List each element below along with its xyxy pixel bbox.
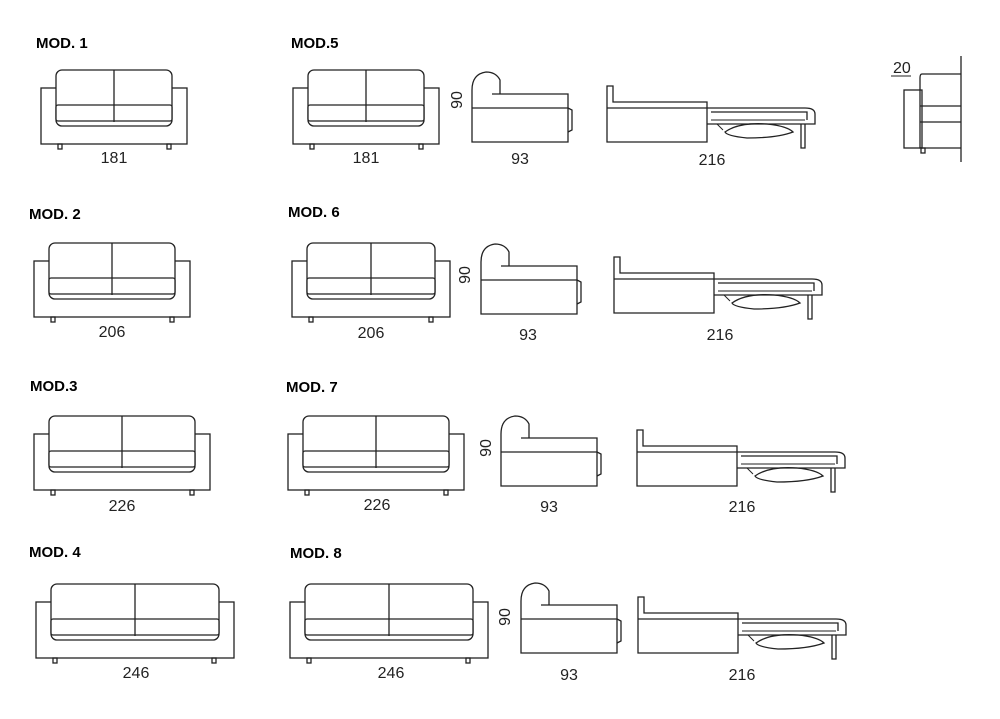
mod8-title: MOD. 8 (290, 545, 342, 562)
mod8-open-depth-dimension: 216 (729, 667, 756, 684)
mod6-bed-open-view (613, 256, 823, 320)
mod7-title: MOD. 7 (286, 379, 338, 396)
mod7-bed-open-view (636, 429, 846, 493)
mod5-width-dimension: 181 (353, 150, 380, 167)
mod1-width-dimension: 181 (101, 150, 128, 167)
mod7-height-dimension: 90 (478, 439, 495, 457)
mod6-title: MOD. 6 (288, 204, 340, 221)
mod2-width-dimension: 206 (99, 324, 126, 341)
mod3-title: MOD.3 (30, 378, 78, 395)
mod7-open-depth-dimension: 216 (729, 499, 756, 516)
mod5-open-depth-dimension: 216 (699, 152, 726, 169)
mod8-bed-open-view (637, 596, 847, 660)
mod6-width-dimension: 206 (358, 325, 385, 342)
mod2-sofa-front (33, 242, 191, 323)
mod7-side-view (500, 415, 602, 487)
mod5-sofa-front (292, 69, 440, 150)
mod2-title: MOD. 2 (29, 206, 81, 223)
mod7-width-dimension: 226 (364, 497, 391, 514)
mod6-sofa-front (291, 242, 451, 323)
mod6-side-view (480, 243, 582, 315)
mod8-height-dimension: 90 (497, 608, 514, 626)
mod7-sofa-front (287, 415, 465, 496)
mod4-sofa-front (35, 583, 235, 664)
mod3-width-dimension: 226 (109, 498, 136, 515)
mod1-sofa-front (40, 69, 188, 150)
mod5-title: MOD.5 (291, 35, 339, 52)
mod5-height-dimension: 90 (449, 91, 466, 109)
mod6-height-dimension: 90 (457, 266, 474, 284)
mod4-width-dimension: 246 (123, 665, 150, 682)
arm-detail: 20 (891, 56, 962, 162)
mod7-depth-dimension: 93 (540, 499, 558, 516)
mod8-side-view (520, 582, 622, 654)
mod6-depth-dimension: 93 (519, 327, 537, 344)
mod3-sofa-front (33, 415, 211, 496)
mod5-side-view (471, 71, 573, 143)
mod8-width-dimension: 246 (378, 665, 405, 682)
arm-width-dimension: 20 (893, 60, 911, 77)
mod1-title: MOD. 1 (36, 35, 88, 52)
mod8-sofa-front (289, 583, 489, 664)
mod5-bed-open-view (606, 85, 816, 149)
mod6-open-depth-dimension: 216 (707, 327, 734, 344)
mod4-title: MOD. 4 (29, 544, 81, 561)
mod5-depth-dimension: 93 (511, 151, 529, 168)
mod8-depth-dimension: 93 (560, 667, 578, 684)
